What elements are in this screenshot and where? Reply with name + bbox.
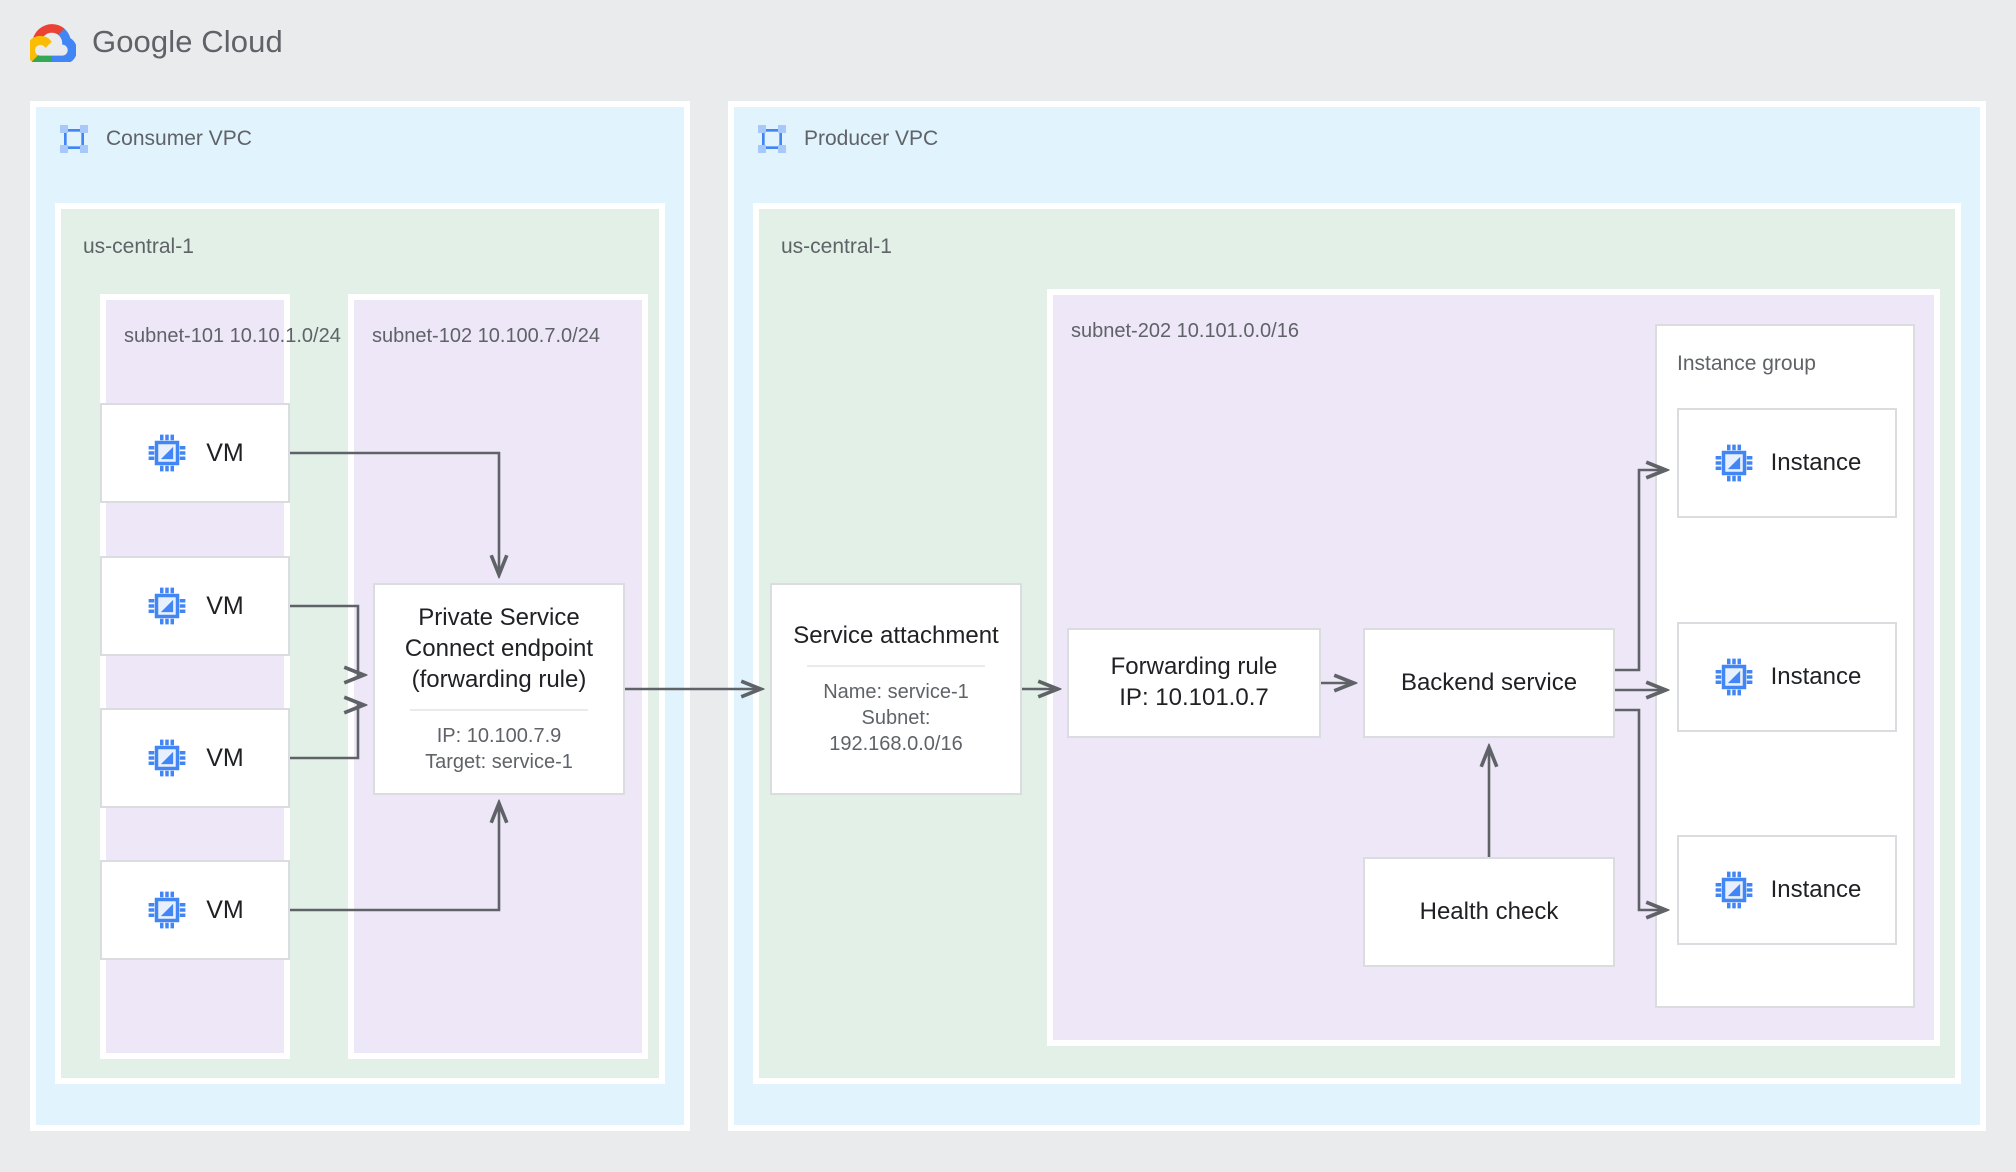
vm-chip-icon xyxy=(148,587,186,625)
vm-chip-icon xyxy=(1715,871,1752,909)
psc-endpoint-details: IP: 10.100.7.9 Target: service-1 xyxy=(425,724,573,773)
backend-service-title: Backend service xyxy=(1400,668,1578,696)
backend-service-node[interactable]: Backend service xyxy=(1363,628,1615,738)
vpc-network-icon xyxy=(60,125,88,153)
psc-endpoint-divider xyxy=(410,708,588,711)
subnet-101-label: subnet-101 10.10.1.0/24 xyxy=(124,325,341,347)
service-attachment-divider xyxy=(807,664,985,667)
vm-chip-icon xyxy=(148,739,186,777)
brand-header: Google Cloud xyxy=(30,22,283,62)
brand-title: Google Cloud xyxy=(92,24,283,60)
instance-node-1[interactable]: Instance xyxy=(1677,408,1897,518)
psc-endpoint-node[interactable]: Private Service Connect endpoint (forwar… xyxy=(373,583,625,795)
producer-vpc-title: Producer VPC xyxy=(804,127,939,150)
service-attachment-node[interactable]: Service attachment Name: service-1 Subne… xyxy=(770,583,1022,795)
consumer-vpc-title: Consumer VPC xyxy=(106,127,252,150)
instance-group-container: Instance group Instance xyxy=(1655,324,1915,1008)
instance-label-1: Instance xyxy=(1770,448,1862,476)
instance-node-3[interactable]: Instance xyxy=(1677,835,1897,945)
vm-chip-icon xyxy=(1715,444,1752,482)
vpc-network-icon xyxy=(758,125,786,153)
forwarding-rule-node[interactable]: Forwarding rule IP: 10.101.0.7 xyxy=(1067,628,1321,738)
consumer-vpc-header: Consumer VPC xyxy=(58,123,252,155)
producer-vpc-header: Producer VPC xyxy=(756,123,938,155)
vm-chip-icon xyxy=(1715,658,1752,696)
vm-node-3[interactable]: VM xyxy=(100,708,290,808)
vm-label-3: VM xyxy=(206,744,244,772)
service-attachment-details: Name: service-1 Subnet: 192.168.0.0/16 xyxy=(823,680,969,755)
google-cloud-logo-icon xyxy=(30,24,76,62)
vm-node-4[interactable]: VM xyxy=(100,860,290,960)
forwarding-rule-title: Forwarding rule IP: 10.101.0.7 xyxy=(1110,653,1278,711)
vm-node-2[interactable]: VM xyxy=(100,556,290,656)
service-attachment-title: Service attachment xyxy=(793,622,999,650)
vm-label-2: VM xyxy=(206,592,244,620)
vm-chip-icon xyxy=(148,434,186,472)
vm-label-1: VM xyxy=(206,439,244,467)
brand-google: Google xyxy=(92,24,193,59)
subnet-202-label: subnet-202 10.101.0.0/16 xyxy=(1071,320,1299,342)
instance-label-2: Instance xyxy=(1770,662,1862,690)
vm-label-4: VM xyxy=(206,896,244,924)
instance-label-3: Instance xyxy=(1770,875,1862,903)
consumer-region-label: us-central-1 xyxy=(83,235,194,258)
health-check-title: Health check xyxy=(1419,897,1559,925)
brand-cloud: Cloud xyxy=(201,24,283,59)
vm-node-1[interactable]: VM xyxy=(100,403,290,503)
health-check-node[interactable]: Health check xyxy=(1363,857,1615,967)
producer-region-label: us-central-1 xyxy=(781,235,892,258)
instance-node-2[interactable]: Instance xyxy=(1677,622,1897,732)
subnet-102-label: subnet-102 10.100.7.0/24 xyxy=(372,325,600,347)
instance-group-label: Instance group xyxy=(1677,352,1816,375)
psc-endpoint-title: Private Service Connect endpoint (forwar… xyxy=(404,604,594,693)
vm-chip-icon xyxy=(148,891,186,929)
